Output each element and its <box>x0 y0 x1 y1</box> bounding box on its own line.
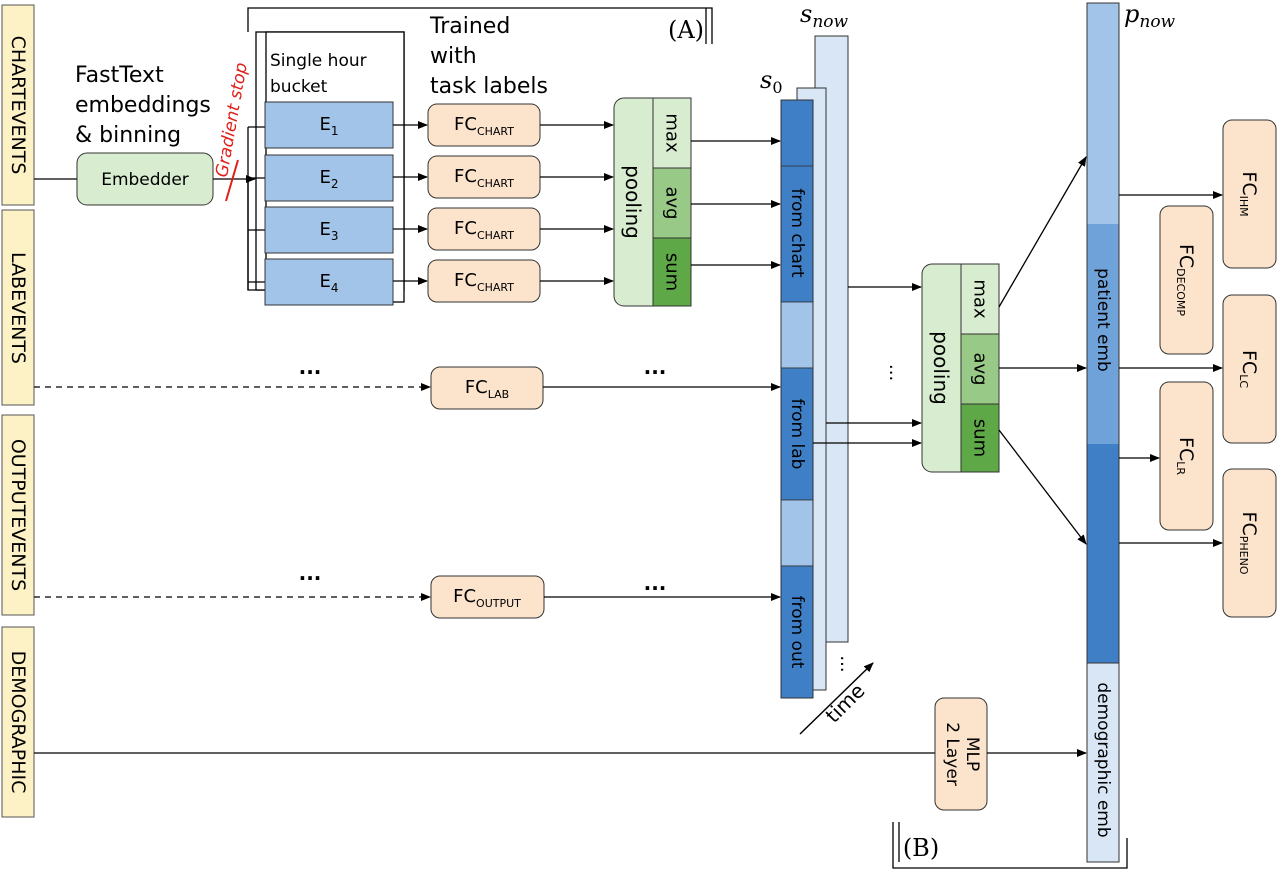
s0-label: s0 <box>760 66 783 97</box>
svg-text:max: max <box>970 279 991 319</box>
svg-text:E2: E2 <box>319 167 338 191</box>
head-ihm: FCIHM <box>1222 119 1277 269</box>
pooling-block-1: pooling max avg sum <box>613 97 692 307</box>
state-ellipsis: ... <box>885 364 906 381</box>
pool2-sum-arrow <box>998 429 1087 545</box>
pool2-max-arrow <box>998 156 1087 308</box>
svg-text:FastText: FastText <box>75 63 164 88</box>
embedding-e4: E4 <box>248 258 394 306</box>
svg-text:Trained: Trained <box>429 14 510 39</box>
svg-text:from lab: from lab <box>787 399 807 470</box>
svg-text:avg: avg <box>662 186 683 219</box>
head-pheno: FCPHENO <box>1222 468 1277 618</box>
fc-chart-3: FCCHART <box>427 207 541 251</box>
snow-label: snow <box>800 0 849 32</box>
svg-text:patient emb: patient emb <box>1093 268 1113 372</box>
trained-caption: Trained with task labels <box>429 14 548 99</box>
svg-text:Single hour: Single hour <box>270 51 367 71</box>
svg-text:(B): (B) <box>903 834 939 862</box>
input-chartevents: CHARTEVENTS <box>1 4 35 206</box>
state-stack: from chart from lab from out <box>780 35 849 699</box>
svg-text:& binning: & binning <box>75 123 181 148</box>
svg-text:bucket: bucket <box>270 77 328 97</box>
fc-lab: FCLAB <box>430 366 544 410</box>
embedder-caption: FastText embeddings & binning <box>75 63 211 148</box>
svg-text:sum: sum <box>970 419 991 457</box>
svg-text:FCCHART: FCCHART <box>454 270 514 294</box>
head-lc: FCLC <box>1222 294 1277 444</box>
fc-output: FCOUTPUT <box>430 575 545 619</box>
input-outputevents: OUTPUTEVENTS <box>1 414 35 616</box>
svg-text:max: max <box>662 113 683 153</box>
bracket-a: (A) <box>247 7 713 44</box>
patient-embedding: patient emb demographic emb <box>1086 2 1120 863</box>
gradient-stop-mark <box>225 159 239 202</box>
time-label: time <box>821 679 870 728</box>
fc-chart-4: FCCHART <box>427 259 541 303</box>
lab-ellipsis-2: ... <box>644 355 667 379</box>
svg-text:avg: avg <box>970 352 991 385</box>
head-lr: FCLR <box>1159 381 1214 531</box>
head-decomp: FCDECOMP <box>1159 205 1214 355</box>
embedder-box: Embedder <box>76 152 214 206</box>
svg-text:MLP: MLP <box>962 737 982 771</box>
svg-text:pooling: pooling <box>929 331 953 405</box>
gradient-stop-label: Gradient stop <box>212 61 252 179</box>
pnow-label: pnow <box>1124 0 1176 32</box>
mlp-box: 2 Layer MLP <box>934 697 988 811</box>
embedding-e2: E2 <box>248 154 394 202</box>
svg-text:FCCHART: FCCHART <box>454 218 514 242</box>
svg-text:FCOUTPUT: FCOUTPUT <box>453 586 521 610</box>
svg-text:E3: E3 <box>319 219 338 243</box>
svg-text:sum: sum <box>662 253 683 291</box>
svg-text:FCLR: FCLR <box>1175 437 1198 475</box>
embedding-e3: E3 <box>248 206 394 254</box>
fc-chart-2: FCCHART <box>427 155 541 199</box>
svg-text:Embedder: Embedder <box>101 170 189 190</box>
time-arrow <box>799 662 874 735</box>
svg-text:FCLC: FCLC <box>1238 350 1261 388</box>
embedding-e1: E1 <box>248 101 394 149</box>
stack-ellipsis: ... <box>836 655 857 672</box>
svg-text:FCCHART: FCCHART <box>454 166 514 190</box>
pooling-block-2: pooling max avg sum <box>921 263 1000 473</box>
svg-text:LABEVENTS: LABEVENTS <box>7 252 29 364</box>
svg-text:DEMOGRAPHIC: DEMOGRAPHIC <box>7 651 29 794</box>
svg-text:demographic emb: demographic emb <box>1093 682 1113 837</box>
svg-text:FCIHM: FCIHM <box>1238 171 1261 216</box>
svg-text:pooling: pooling <box>621 165 645 239</box>
svg-text:from chart: from chart <box>787 188 807 277</box>
fc-chart-1: FCCHART <box>427 103 541 147</box>
svg-text:with: with <box>430 44 477 69</box>
input-labevents: LABEVENTS <box>1 209 35 406</box>
output-ellipsis-2: ... <box>644 571 667 595</box>
lab-ellipsis-1: ... <box>299 355 322 379</box>
output-ellipsis-1: ... <box>299 561 322 585</box>
svg-text:task labels: task labels <box>430 74 548 99</box>
svg-text:OUTPUTEVENTS: OUTPUTEVENTS <box>7 439 29 591</box>
bracket-b: (B) <box>892 822 1128 869</box>
svg-text:FCLAB: FCLAB <box>465 377 509 401</box>
svg-text:FCCHART: FCCHART <box>454 114 514 138</box>
svg-text:E4: E4 <box>319 271 338 295</box>
input-demographic: DEMOGRAPHIC <box>1 626 35 818</box>
svg-text:from out: from out <box>787 596 807 669</box>
svg-text:FCDECOMP: FCDECOMP <box>1175 244 1198 316</box>
svg-text:CHARTEVENTS: CHARTEVENTS <box>7 36 29 175</box>
svg-text:(A): (A) <box>668 16 704 44</box>
svg-text:FCPHENO: FCPHENO <box>1238 512 1261 575</box>
svg-text:2 Layer: 2 Layer <box>942 722 962 786</box>
svg-text:E1: E1 <box>319 114 338 138</box>
svg-text:embeddings: embeddings <box>75 93 211 118</box>
